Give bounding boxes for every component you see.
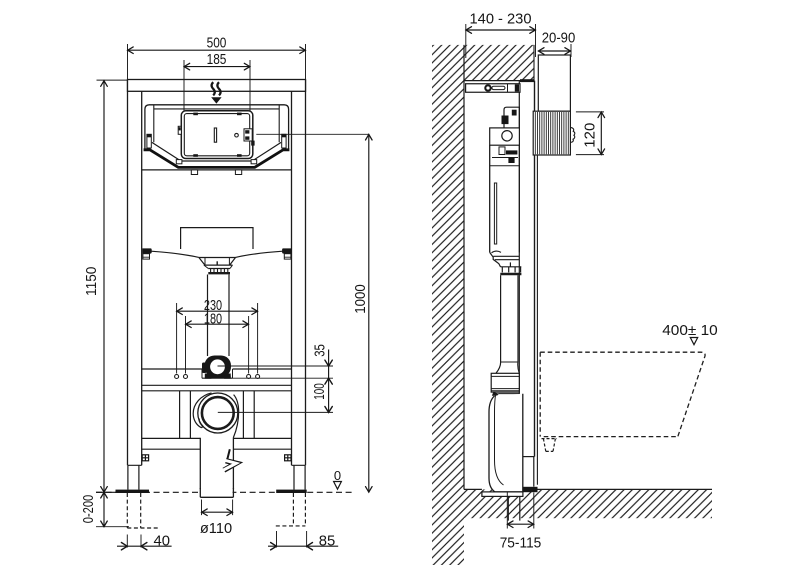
svg-text:185: 185 [207,51,227,68]
svg-text:120: 120 [581,123,598,148]
svg-text:180: 180 [204,310,222,327]
svg-text:400± 10: 400± 10 [662,322,718,339]
svg-text:0: 0 [334,468,341,483]
svg-text:35: 35 [312,344,329,357]
svg-text:75-115: 75-115 [500,535,542,552]
svg-text:100: 100 [311,383,328,400]
svg-text:1000: 1000 [352,284,369,313]
svg-text:85: 85 [319,533,336,550]
svg-text:140 - 230: 140 - 230 [470,11,532,28]
svg-text:0-200: 0-200 [80,495,97,524]
svg-text:ø110: ø110 [200,520,232,537]
svg-text:1150: 1150 [83,267,100,296]
svg-text:500: 500 [207,35,227,52]
svg-text:20-90: 20-90 [542,30,576,47]
svg-text:230: 230 [204,297,222,314]
svg-text:40: 40 [154,533,171,550]
